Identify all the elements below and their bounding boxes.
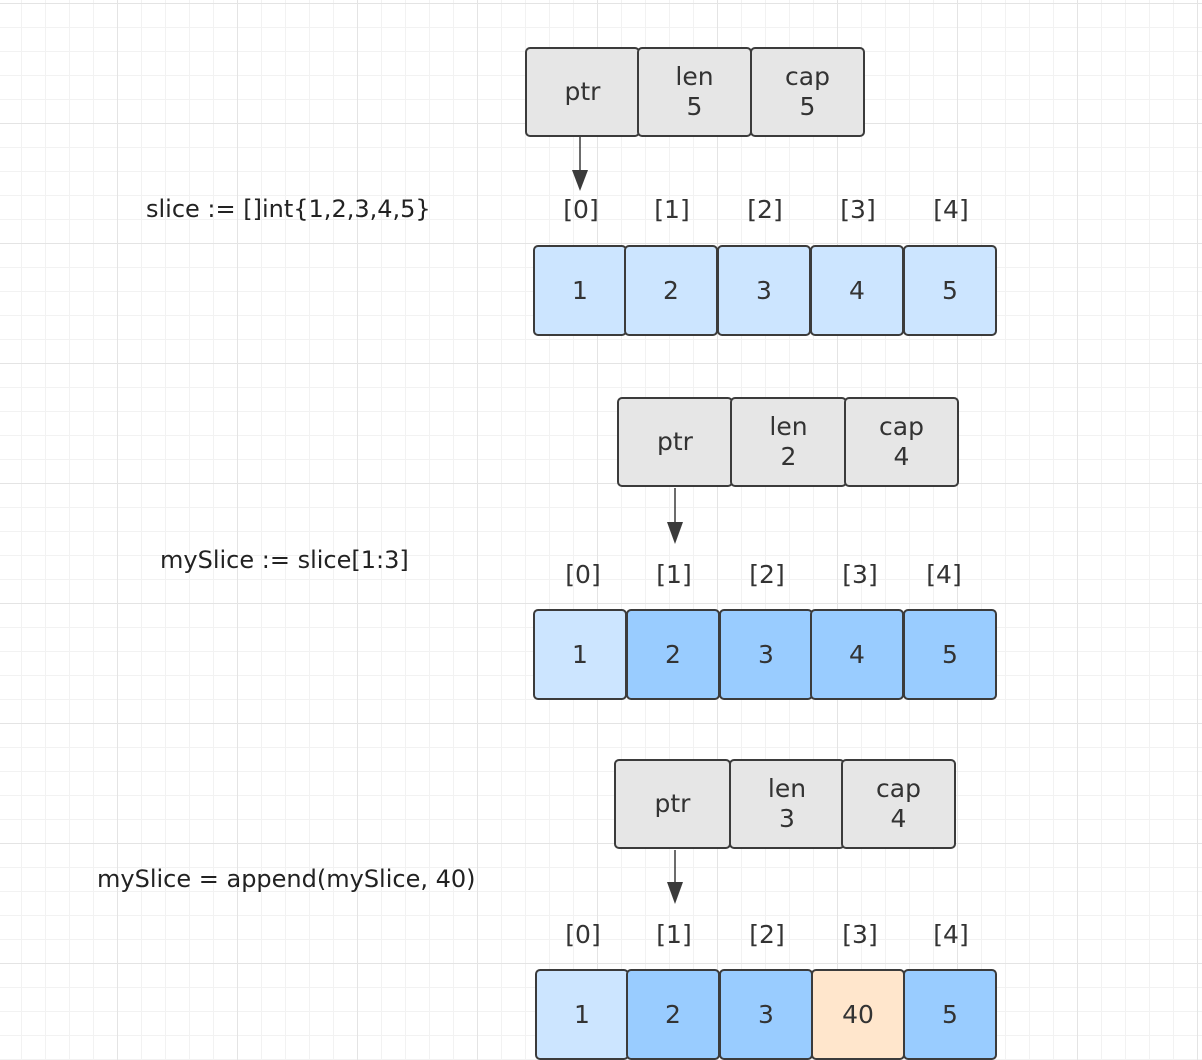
cell-value: 1 (572, 639, 588, 669)
array-cell: 5 (903, 245, 997, 336)
array-cell: 4 (810, 245, 904, 336)
header-ptr-box-3: ptr (614, 759, 731, 849)
index-label: [0] (563, 195, 599, 224)
cell-value: 3 (756, 275, 772, 305)
header-len-box-2: len 2 (730, 397, 847, 487)
array-cell: 2 (626, 609, 720, 700)
pointer-arrowhead-1 (572, 170, 588, 191)
cell-value: 3 (758, 639, 774, 669)
header-cap-value: 4 (893, 442, 910, 471)
header-ptr-label: ptr (564, 77, 601, 106)
index-label: [3] (840, 195, 876, 224)
index-label: [2] (749, 560, 785, 589)
header-ptr-label: ptr (657, 427, 693, 456)
header-cap-box-3: cap 4 (841, 759, 956, 849)
index-label: [2] (749, 920, 785, 949)
header-len-label: len (767, 774, 807, 803)
array-cell: 40 (811, 969, 905, 1060)
index-label: [4] (933, 920, 969, 949)
array-cell: 1 (535, 969, 629, 1060)
header-len-label: len (769, 412, 808, 441)
index-label: [4] (933, 195, 969, 224)
cell-value: 4 (849, 639, 865, 669)
cell-value: 2 (665, 999, 681, 1029)
array-cell: 3 (717, 245, 811, 336)
header-cap-label: cap (785, 62, 830, 91)
header-cap-value: 4 (890, 804, 907, 833)
header-cap-value: 5 (799, 92, 816, 121)
array-cell: 2 (626, 969, 720, 1060)
index-label: [4] (926, 560, 962, 589)
header-ptr-box-1: ptr (525, 47, 640, 137)
code-label-1: slice := []int{1,2,3,4,5} (146, 195, 431, 223)
index-label: [3] (842, 920, 878, 949)
array-cell: 4 (810, 609, 904, 700)
index-label: [1] (656, 920, 692, 949)
header-ptr-box-2: ptr (617, 397, 733, 487)
array-cell: 1 (533, 245, 627, 336)
header-cap-box-1: cap 5 (750, 47, 865, 137)
array-cell: 1 (533, 609, 627, 700)
cell-value: 5 (942, 639, 958, 669)
code-label-3: mySlice = append(mySlice, 40) (97, 865, 476, 893)
index-label: [1] (654, 195, 690, 224)
code-label-2: mySlice := slice[1:3] (160, 546, 409, 574)
cell-value: 1 (572, 275, 588, 305)
header-len-label: len (675, 62, 714, 91)
pointer-arrowhead-3 (667, 882, 683, 904)
cell-value: 1 (574, 999, 590, 1029)
cell-value: 4 (849, 275, 865, 305)
index-label: [1] (656, 560, 692, 589)
header-len-box-3: len 3 (729, 759, 845, 849)
cell-value: 2 (663, 275, 679, 305)
cell-value: 2 (665, 639, 681, 669)
index-label: [0] (565, 920, 601, 949)
array-cell: 3 (719, 609, 813, 700)
pointer-arrowhead-2 (667, 522, 683, 544)
header-len-value: 5 (686, 92, 703, 121)
header-cap-box-2: cap 4 (844, 397, 959, 487)
cell-value: 3 (758, 999, 774, 1029)
header-cap-label: cap (879, 412, 924, 441)
array-cell: 2 (624, 245, 718, 336)
array-cell: 5 (903, 609, 997, 700)
array-cell: 5 (903, 969, 997, 1060)
index-label: [3] (842, 560, 878, 589)
cell-value: 5 (942, 275, 958, 305)
header-cap-label: cap (876, 774, 921, 803)
array-cell: 3 (719, 969, 813, 1060)
cell-value: 5 (942, 999, 958, 1029)
index-label: [2] (747, 195, 783, 224)
header-len-value: 3 (779, 804, 795, 833)
cell-value: 40 (842, 999, 874, 1029)
header-len-value: 2 (780, 442, 797, 471)
header-ptr-label: ptr (654, 789, 691, 818)
index-label: [0] (565, 560, 601, 589)
header-len-box-1: len 5 (637, 47, 752, 137)
